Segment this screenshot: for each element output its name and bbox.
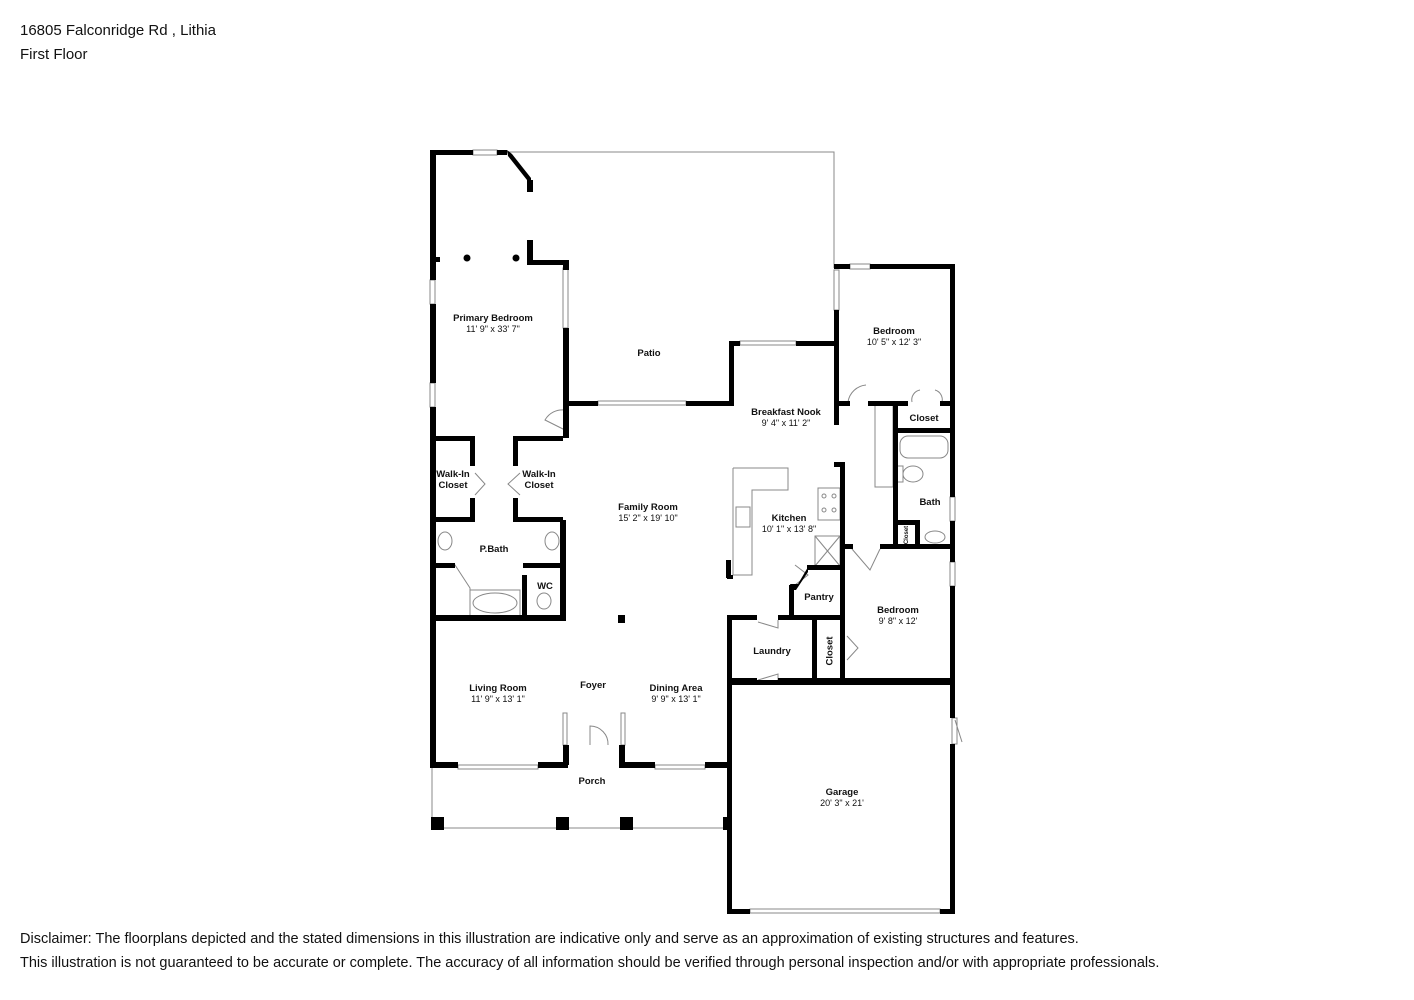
room-breakfast-nook: Breakfast Nook 9' 4" x 11' 2" bbox=[751, 407, 821, 429]
room-name: Bedroom bbox=[877, 605, 919, 616]
room-name: Breakfast Nook bbox=[751, 407, 821, 418]
room-family-room: Family Room 15' 2" x 19' 10" bbox=[618, 502, 678, 524]
room-garage: Garage 20' 3" x 21' bbox=[820, 787, 864, 809]
room-bedroom-southeast: Bedroom 9' 8" x 12' bbox=[877, 605, 919, 627]
disclaimer-line-1: Disclaimer: The floorplans depicted and … bbox=[20, 931, 1079, 947]
room-closet-small: Closet bbox=[904, 525, 910, 545]
room-laundry: Laundry bbox=[753, 646, 790, 657]
room-wc: WC bbox=[537, 581, 553, 592]
room-walkin-closet-left: Walk-In Closet bbox=[433, 469, 473, 491]
room-name: Dining Area bbox=[649, 683, 703, 694]
room-dimensions: 11' 9" x 33' 7" bbox=[466, 324, 520, 334]
room-name: Foyer bbox=[580, 680, 606, 691]
room-name: Porch bbox=[578, 776, 606, 787]
room-closet-laundry: Closet bbox=[824, 636, 836, 666]
room-name: Walk-In Closet bbox=[436, 469, 470, 491]
room-closet-northeast: Closet bbox=[909, 413, 938, 424]
room-dimensions: 10' 5" x 12' 3" bbox=[866, 337, 922, 347]
room-dimensions: 15' 2" x 19' 10" bbox=[618, 513, 678, 523]
room-foyer: Foyer bbox=[580, 680, 606, 691]
room-name: Bath bbox=[919, 497, 941, 508]
room-name: Primary Bedroom bbox=[453, 313, 533, 324]
disclaimer-line-2: This illustration is not guaranteed to b… bbox=[20, 955, 1160, 971]
room-dimensions: 11' 9" x 13' 1" bbox=[471, 694, 525, 704]
room-dimensions: 20' 3" x 21' bbox=[820, 798, 864, 808]
room-kitchen: Kitchen 10' 1" x 13' 8" bbox=[762, 513, 816, 535]
room-name: Garage bbox=[825, 787, 859, 798]
floor-label: First Floor bbox=[20, 46, 88, 63]
address-title: 16805 Falconridge Rd , Lithia bbox=[20, 22, 216, 39]
room-dimensions: 9' 9" x 13' 1" bbox=[651, 694, 701, 704]
room-dining-area: Dining Area 9' 9" x 13' 1" bbox=[650, 683, 703, 705]
room-walkin-closet-right: Walk-In Closet bbox=[519, 469, 559, 491]
room-living-room: Living Room 11' 9" x 13' 1" bbox=[469, 683, 527, 705]
room-name: Pantry bbox=[804, 592, 834, 603]
room-name: Family Room bbox=[618, 502, 678, 513]
room-dimensions: 9' 4" x 11' 2" bbox=[761, 418, 811, 428]
room-name: Kitchen bbox=[771, 513, 807, 524]
room-dimensions: 9' 8" x 12' bbox=[878, 616, 918, 626]
room-dimensions: 10' 1" x 13' 8" bbox=[761, 524, 817, 534]
room-pantry: Pantry bbox=[804, 592, 834, 603]
room-name: Patio bbox=[637, 348, 661, 359]
room-patio: Patio bbox=[637, 348, 660, 359]
room-porch: Porch bbox=[579, 776, 606, 787]
room-name: Closet bbox=[909, 413, 939, 424]
room-name: Living Room bbox=[469, 683, 527, 694]
room-bedroom-northeast: Bedroom 10' 5" x 12' 3" bbox=[867, 326, 921, 348]
room-name: Walk-In Closet bbox=[522, 469, 556, 491]
room-name: Laundry bbox=[753, 646, 791, 657]
room-name: P.Bath bbox=[479, 544, 509, 555]
room-primary-bath: P.Bath bbox=[480, 544, 509, 555]
room-primary-bedroom: Primary Bedroom 11' 9" x 33' 7" bbox=[453, 313, 533, 335]
room-name: WC bbox=[537, 581, 553, 592]
room-name: Bedroom bbox=[873, 326, 915, 337]
room-bath: Bath bbox=[919, 497, 940, 508]
